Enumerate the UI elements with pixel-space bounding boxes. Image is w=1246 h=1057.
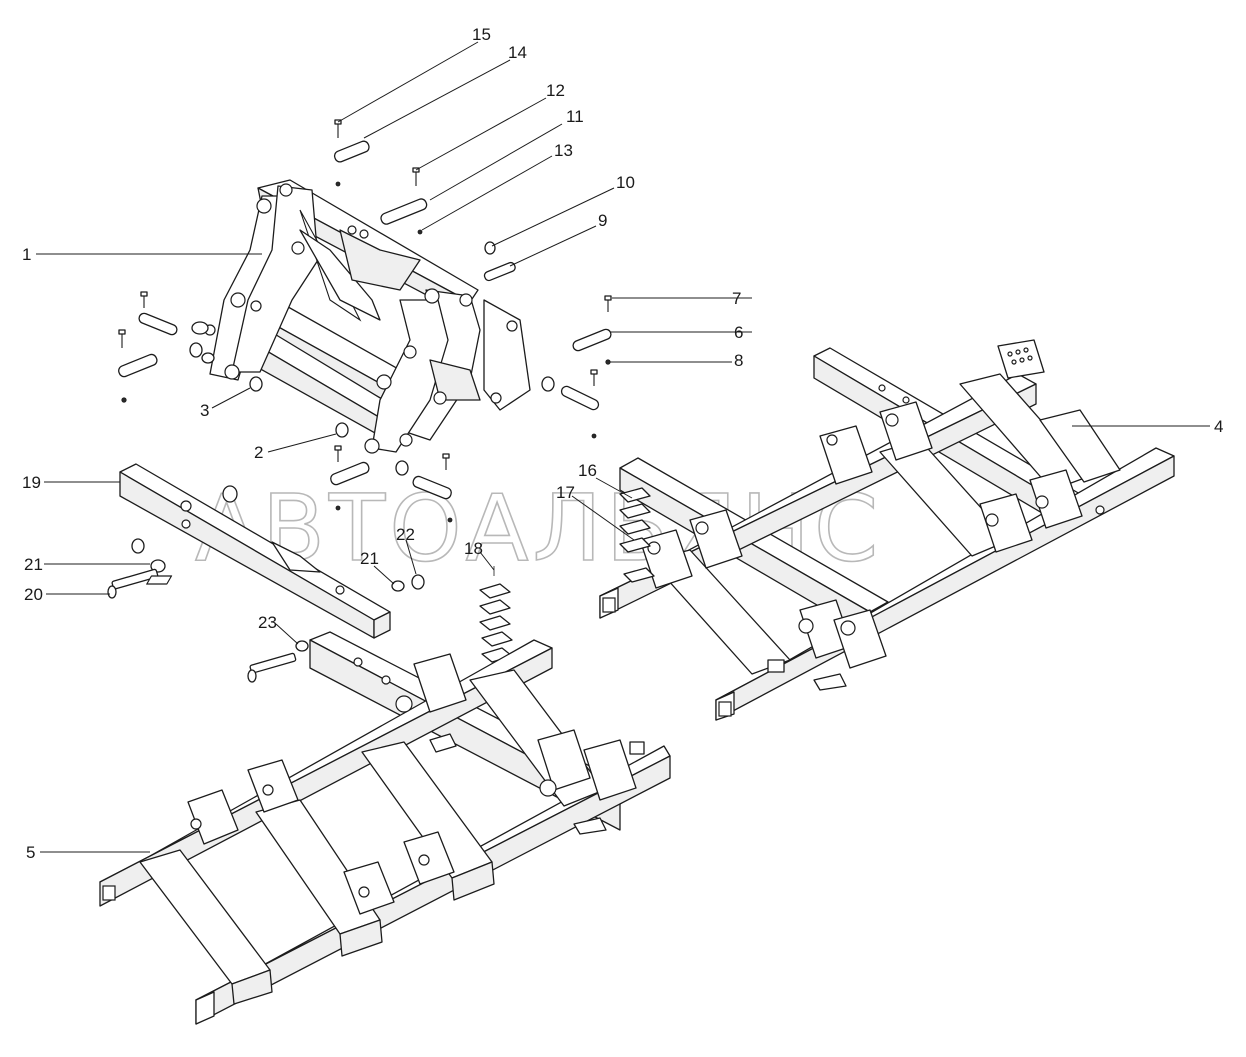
- hitch-frame-part: [191, 179, 531, 454]
- callout-16: 16: [578, 461, 597, 480]
- callout-22: 22: [396, 525, 415, 544]
- callout-10: 10: [616, 173, 635, 192]
- callout-11: 11: [566, 107, 584, 126]
- callout-12: 12: [546, 81, 565, 100]
- frame-part-4: [599, 339, 1175, 721]
- callout-9: 9: [598, 211, 607, 230]
- callout-19: 19: [22, 473, 41, 492]
- callout-5: 5: [26, 843, 35, 862]
- callout-20: 20: [24, 585, 43, 604]
- callout-18: 18: [464, 539, 483, 558]
- callout-3: 3: [200, 401, 209, 420]
- callout-13: 13: [554, 141, 573, 160]
- callout-23: 23: [258, 613, 277, 632]
- callout-7: 7: [732, 289, 741, 308]
- callout-labels: 15 14 12 11 13 10 9 1 7 6 8 3 4 2 19 16 …: [22, 25, 1223, 862]
- callout-2: 2: [254, 443, 263, 462]
- frame-part-5: [99, 631, 671, 1025]
- callout-15: 15: [472, 25, 491, 44]
- beam-part-19: [119, 463, 391, 639]
- callout-14: 14: [508, 43, 527, 62]
- pins-and-fasteners: [107, 119, 612, 683]
- callout-17: 17: [556, 483, 575, 502]
- callout-4: 4: [1214, 417, 1223, 436]
- callout-8: 8: [734, 351, 743, 370]
- callout-21-left: 21: [24, 555, 43, 574]
- callout-1: 1: [22, 245, 31, 264]
- leader-lines: [36, 41, 1210, 853]
- callout-6: 6: [734, 323, 743, 342]
- callout-21-right: 21: [360, 549, 379, 568]
